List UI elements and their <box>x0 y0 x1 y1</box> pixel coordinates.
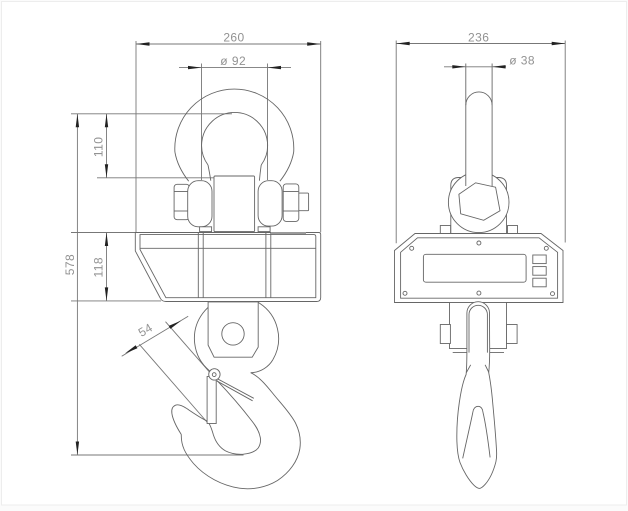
svg-text:ø 38: ø 38 <box>509 54 535 68</box>
svg-text:ø 92: ø 92 <box>220 54 246 68</box>
svg-text:118: 118 <box>92 257 106 277</box>
svg-text:236: 236 <box>468 31 489 45</box>
svg-text:260: 260 <box>223 31 244 45</box>
svg-text:110: 110 <box>92 137 106 157</box>
svg-text:54: 54 <box>136 320 155 339</box>
svg-text:578: 578 <box>63 254 77 275</box>
